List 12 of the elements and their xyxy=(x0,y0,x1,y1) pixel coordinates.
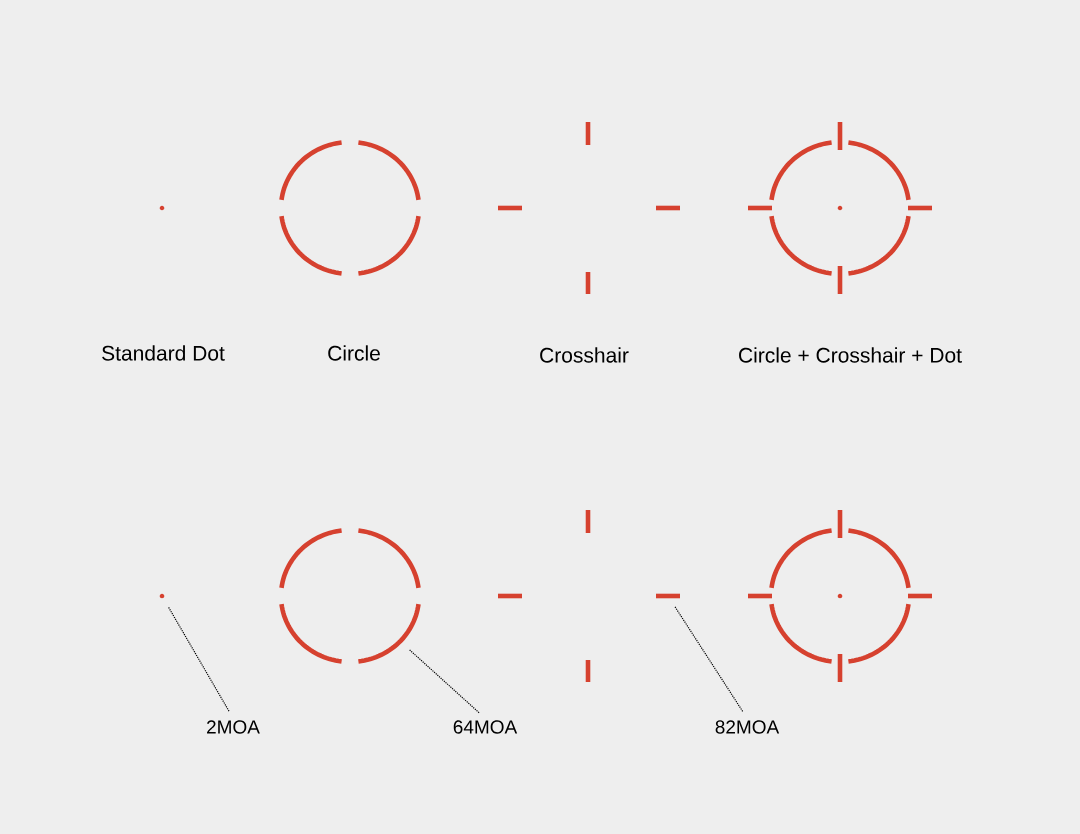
leader-line xyxy=(408,649,480,714)
leader-line xyxy=(674,606,744,712)
leader-line xyxy=(167,606,230,712)
callout-label: 64MOA xyxy=(453,720,518,734)
reticle-caption: Standard Dot xyxy=(102,345,225,361)
reticle-tick xyxy=(656,593,680,599)
reticle-caption: Circle + Crosshair + Dot xyxy=(739,347,962,363)
circle-reticle xyxy=(279,528,421,664)
callout-label: 2MOA xyxy=(207,720,260,734)
reticle-caption: Crosshair xyxy=(540,347,629,363)
callout-label: 82MOA xyxy=(715,720,780,734)
reticle-caption: Circle xyxy=(328,345,380,361)
